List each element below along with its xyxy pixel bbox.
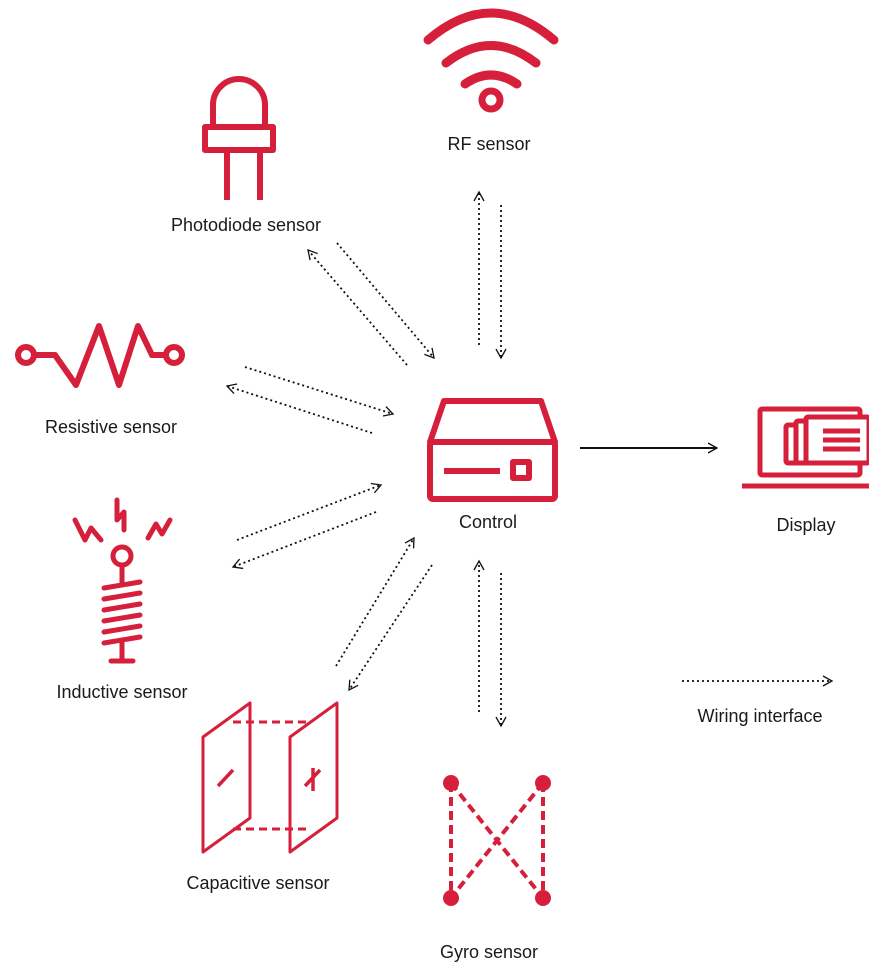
capacitive-sensor-label: Capacitive sensor <box>186 873 330 893</box>
resistive-sensor-label: Resistive sensor <box>44 417 178 437</box>
display-label: Display <box>776 515 836 535</box>
control-box-icon <box>427 398 558 502</box>
connector-capacitive-in <box>335 536 415 667</box>
connector-resistive-out <box>225 383 373 434</box>
connectors <box>225 190 834 728</box>
resistor-icon <box>15 323 185 388</box>
led-photodiode-icon <box>202 76 276 200</box>
connector-capacitive-out <box>348 564 433 692</box>
inductive-sensor-label: Inductive sensor <box>56 682 188 702</box>
connector-photodiode-out <box>307 248 408 366</box>
gyro-sensor-label: Gyro sensor <box>439 942 539 962</box>
connector-inductive-out <box>231 511 377 570</box>
inductive-coil-icon <box>72 497 173 664</box>
capacitor-plates-icon <box>201 701 339 854</box>
rf-sensor-label: RF sensor <box>447 134 531 154</box>
laptop-display-icon <box>742 406 869 489</box>
connector-photodiode-in <box>336 242 435 360</box>
wifi-icon <box>423 8 559 113</box>
control-label: Control <box>458 512 518 532</box>
connector-inductive-in <box>236 482 383 541</box>
connector-resistive-in <box>244 366 395 417</box>
legend-label: Wiring interface <box>697 706 823 726</box>
photodiode-sensor-label: Photodiode sensor <box>170 215 322 235</box>
gyro-cross-icon <box>443 775 551 906</box>
